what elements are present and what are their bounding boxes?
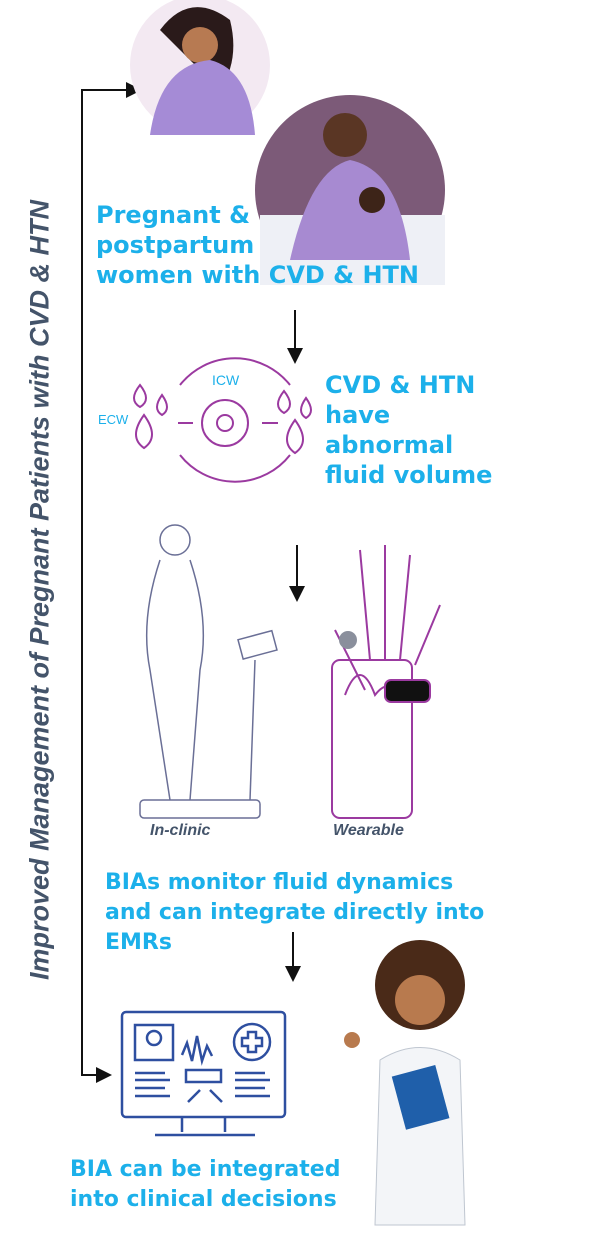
text-line: women with CVD & HTN [96,261,419,289]
text-line: have [325,401,391,429]
step-3-text: BIAs monitor fluid dynamics and can inte… [105,868,484,958]
feedback-loop-arrow [81,82,142,1083]
flow-arrows [285,310,305,982]
fluid-compartment-diagram [133,357,312,483]
text-line: postpartum [96,231,255,259]
mother-baby-illustration [255,95,445,285]
text-line: EMRs [105,930,172,955]
in-clinic-bia-scale-illustration [139,524,278,819]
text-line: fluid volume [325,461,493,489]
icw-label: ICW [212,372,240,388]
text-line: CVD & HTN [325,371,476,399]
pregnant-woman-illustration [130,0,270,135]
emr-monitor-icon [120,1010,287,1137]
text-line: BIAs monitor fluid dynamics [105,870,454,895]
step-2-text: CVD & HTN have abnormal fluid volume [325,370,492,490]
step-1-text: Pregnant & postpartum women with CVD & H… [96,200,419,290]
ecw-label: ECW [98,412,129,427]
wearable-label: Wearable [333,822,404,839]
wearable-bia-illustration [331,545,441,819]
text-line: abnormal [325,431,454,459]
doctor-illustration [344,940,466,1226]
bluetooth-icon [339,631,357,649]
in-clinic-label: In-clinic [150,822,211,839]
side-title: Improved Management of Pregnant Patients… [24,199,55,981]
text-line: and can integrate directly into [105,900,485,925]
text-line: into clinical decisions [70,1187,337,1212]
text-line: Pregnant & [96,201,251,229]
step-4-text: BIA can be integrated into clinical deci… [70,1155,340,1215]
text-line: BIA can be integrated [70,1157,341,1182]
